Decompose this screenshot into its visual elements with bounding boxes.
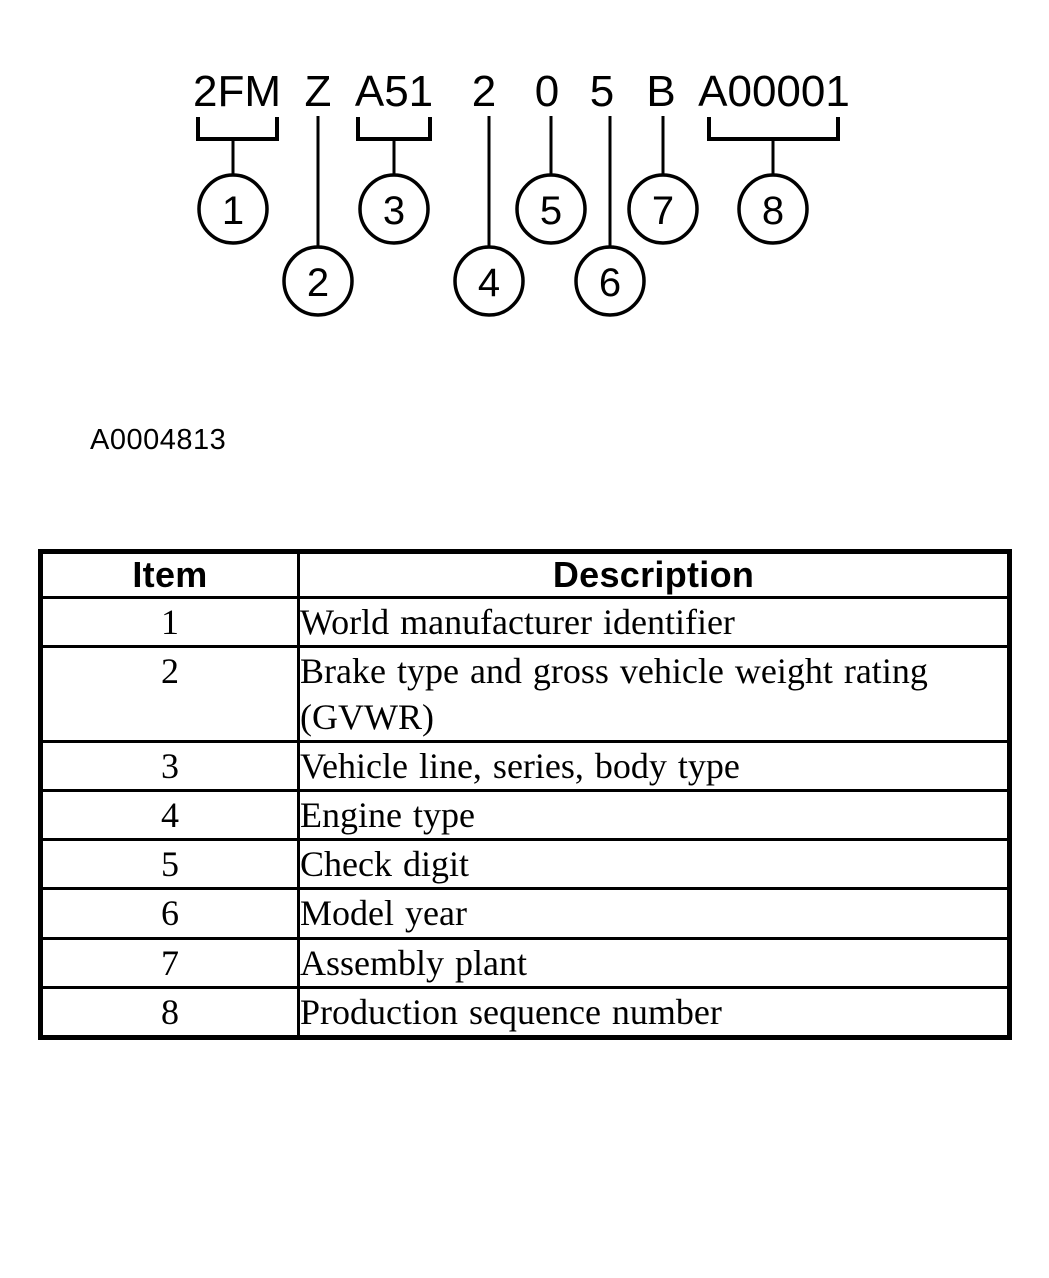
cell-description-1: World manufacturer identifier — [297, 595, 1011, 649]
vin-segment-1-text: 2FM — [193, 67, 281, 116]
cell-description-5: Check digit — [297, 838, 1011, 891]
callout-label-4: 4 — [478, 261, 500, 305]
cell-description-6: Model year — [297, 887, 1011, 940]
table-header-row: Item Description — [39, 550, 1011, 599]
callout-label-3: 3 — [383, 189, 405, 233]
callout-label-7: 7 — [652, 189, 674, 233]
vin-segment-3-bracket — [356, 117, 432, 141]
table-row: 8 Production sequence number — [39, 985, 1011, 1039]
cell-item-3: 3 — [39, 740, 300, 793]
vin-segment-7-text: B — [646, 67, 675, 116]
vin-segment-3-text: A51 — [355, 67, 433, 116]
cell-item-7: 7 — [39, 936, 300, 989]
vin-segment-8-bracket — [707, 117, 840, 141]
cell-item-5: 5 — [39, 838, 300, 891]
vin-diagram-svg: 2FM Z A51 2 0 5 B A00001 1 3 5 7 8 — [193, 67, 850, 317]
vin-segment-8-text: A00001 — [698, 67, 850, 116]
callout-circle-8 — [737, 173, 809, 245]
cell-item-4: 4 — [39, 789, 300, 842]
vin-segment-2-text: Z — [305, 67, 332, 116]
callout-label-1: 1 — [222, 189, 244, 233]
vin-breakout-diagram: 2FM Z A51 2 0 5 B A00001 1 3 5 7 8 — [0, 0, 1049, 500]
vin-legend-table: Item Description 1 World manufacturer id… — [38, 549, 1012, 1040]
table-row: 5 Check digit — [39, 838, 1011, 891]
callout-circle-6 — [574, 245, 646, 317]
table-row: 3 Vehicle line, series, body type — [39, 740, 1011, 793]
cell-item-8: 8 — [39, 985, 300, 1039]
cell-description-8: Production sequence number — [297, 985, 1011, 1039]
cell-item-1: 1 — [39, 595, 300, 649]
cell-description-4: Engine type — [297, 789, 1011, 842]
callout-label-5: 5 — [540, 189, 562, 233]
callout-circle-1 — [197, 173, 269, 245]
cell-description-3: Vehicle line, series, body type — [297, 740, 1011, 793]
column-header-item: Item — [39, 550, 300, 599]
vin-segment-4-text: 2 — [472, 67, 496, 116]
callout-circle-4 — [453, 245, 525, 317]
vin-segment-1-bracket — [196, 117, 279, 141]
vin-segment-5-text: 0 — [535, 67, 559, 116]
callout-label-8: 8 — [762, 189, 784, 233]
table-row: 4 Engine type — [39, 789, 1011, 842]
cell-item-6: 6 — [39, 887, 300, 940]
column-header-description: Description — [297, 550, 1011, 599]
cell-description-7: Assembly plant — [297, 936, 1011, 989]
callout-circle-7 — [627, 173, 699, 245]
vin-segment-6-text: 5 — [590, 67, 614, 116]
table-row: 6 Model year — [39, 887, 1011, 940]
callout-label-6: 6 — [599, 261, 621, 305]
cell-description-2: Brake type and gross vehicle weight rati… — [297, 645, 1011, 744]
callout-circle-3 — [358, 173, 430, 245]
figure-reference-id: A0004813 — [90, 424, 227, 456]
table-row: 7 Assembly plant — [39, 936, 1011, 989]
table-row: 1 World manufacturer identifier — [39, 595, 1011, 649]
callout-label-2: 2 — [307, 261, 329, 305]
callout-circle-5 — [515, 173, 587, 245]
callout-circle-2 — [282, 245, 354, 317]
table-row: 2 Brake type and gross vehicle weight ra… — [39, 645, 1011, 744]
cell-item-2: 2 — [39, 645, 300, 744]
